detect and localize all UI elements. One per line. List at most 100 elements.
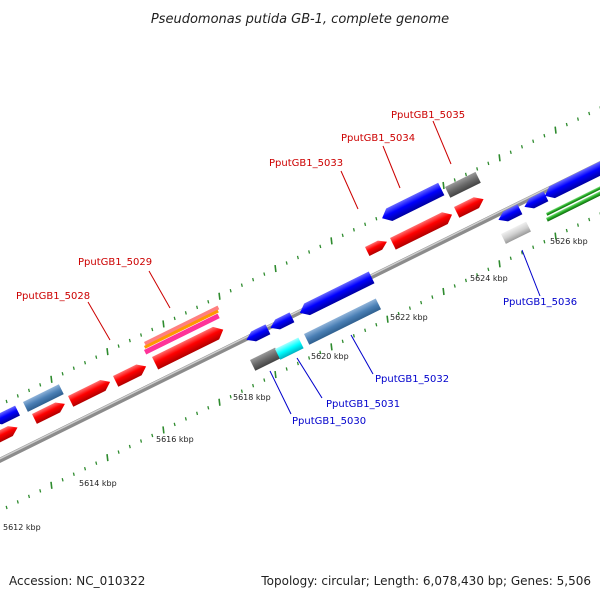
inner-major-tick: [162, 426, 165, 434]
outer-minor-tick: [520, 145, 524, 149]
gene-block-5032[interactable]: [303, 298, 382, 345]
outer-minor-tick: [229, 288, 232, 293]
gene-arrow-blue[interactable]: [522, 191, 549, 211]
outer-minor-tick: [308, 250, 311, 254]
outer-minor-tick: [509, 150, 512, 155]
gene-block-5036[interactable]: [501, 221, 531, 244]
gene-arrow-red[interactable]: [0, 423, 20, 445]
inner-minor-tick: [408, 306, 411, 310]
gene-label-5033[interactable]: PputGB1_5033: [269, 158, 343, 169]
gene-label-5034[interactable]: PputGB1_5034: [341, 133, 415, 144]
inner-minor-tick: [184, 417, 187, 421]
gene-feature-pink[interactable]: [144, 305, 220, 346]
inner-major-tick: [106, 454, 109, 462]
gene-arrow-blue[interactable]: [268, 312, 295, 332]
gene-feature-green[interactable]: [545, 183, 600, 216]
inner-minor-tick: [352, 334, 355, 338]
inner-minor-tick: [229, 394, 232, 399]
inner-minor-tick: [397, 311, 400, 316]
inner-minor-tick: [83, 466, 87, 471]
inner-minor-tick: [61, 478, 64, 482]
genome-summary-text: Topology: circular; Length: 6,078,430 bp…: [260, 574, 591, 588]
gene-label-5031[interactable]: PputGB1_5031: [326, 399, 400, 410]
outer-minor-tick: [61, 372, 64, 376]
gene-label-5035[interactable]: PputGB1_5035: [391, 110, 465, 121]
inner-minor-tick: [453, 284, 456, 288]
inner-minor-tick: [476, 273, 479, 277]
gene-feature-magenta[interactable]: [144, 313, 220, 355]
accession-text: Accession: NC_010322: [9, 574, 145, 588]
inner-major-tick: [442, 287, 445, 296]
outer-minor-tick: [117, 344, 120, 348]
outer-major-tick: [330, 237, 333, 245]
outer-minor-tick: [364, 222, 367, 227]
outer-minor-tick: [27, 388, 31, 393]
gene-label-5036[interactable]: PputGB1_5036: [503, 297, 577, 308]
inner-minor-tick: [509, 256, 512, 261]
gene-arrow-blue[interactable]: [496, 204, 523, 224]
inner-minor-tick: [341, 339, 344, 344]
tick-label-5612: 5612 kbp: [3, 523, 41, 532]
outer-minor-tick: [173, 316, 176, 321]
gene-feature-green[interactable]: [545, 188, 600, 222]
inner-major-tick: [50, 481, 53, 489]
outer-major-tick: [218, 292, 221, 300]
inner-minor-tick: [319, 350, 322, 355]
gene-arrow-5035-red[interactable]: [453, 194, 486, 218]
inner-tick-ruler: [5, 212, 600, 510]
inner-minor-tick: [487, 267, 490, 272]
outer-minor-tick: [5, 399, 8, 404]
gene-feature-orange[interactable]: [144, 309, 219, 349]
gene-arrow-5034[interactable]: [390, 209, 455, 250]
inner-minor-tick: [151, 433, 154, 438]
gene-arrow-red[interactable]: [67, 377, 113, 407]
gene-label-5032[interactable]: PputGB1_5032: [375, 374, 449, 385]
outer-minor-tick: [16, 394, 19, 398]
gene-arrow-blue[interactable]: [542, 158, 600, 202]
gene-arrow-blue[interactable]: [244, 324, 271, 344]
inner-minor-tick: [296, 361, 299, 366]
outer-minor-tick: [128, 338, 131, 343]
outer-major-tick: [554, 126, 557, 134]
outer-minor-tick: [39, 383, 42, 387]
gene-track: [0, 158, 600, 445]
gene-block-5030[interactable]: [250, 347, 281, 371]
gene-arrow-red[interactable]: [32, 399, 67, 424]
gene-block-steel[interactable]: [23, 384, 64, 412]
gene-arrow-blue[interactable]: [297, 271, 375, 319]
reverse-leader-lines: [269, 249, 541, 415]
outer-minor-tick: [487, 161, 490, 166]
outer-minor-tick: [207, 300, 210, 304]
gene-label-5030[interactable]: PputGB1_5030: [292, 416, 366, 427]
outer-minor-tick: [285, 261, 288, 265]
outer-minor-tick: [576, 117, 580, 121]
inner-minor-tick: [27, 494, 31, 499]
inner-minor-tick: [543, 239, 546, 244]
gene-arrow-5034-blue[interactable]: [379, 182, 445, 225]
inner-major-tick: [386, 315, 389, 323]
gene-arrow-5029[interactable]: [151, 323, 226, 370]
gene-arrow-red[interactable]: [113, 361, 149, 387]
inner-major-tick: [554, 232, 557, 240]
outer-major-tick: [162, 320, 165, 328]
gene-arrow-5033[interactable]: [364, 237, 389, 256]
gene-label-5028[interactable]: PputGB1_5028: [16, 291, 90, 302]
gene-block-5035[interactable]: [445, 171, 481, 198]
inner-minor-tick: [420, 300, 423, 305]
inner-major-tick: [218, 398, 221, 406]
inner-minor-tick: [364, 328, 367, 333]
inner-minor-tick: [72, 472, 75, 476]
inner-major-tick: [498, 260, 501, 268]
outer-minor-tick: [375, 216, 378, 221]
outer-minor-tick: [72, 366, 75, 370]
gene-block-5031[interactable]: [274, 337, 304, 360]
outer-major-tick: [274, 264, 277, 273]
gene-arrow-blue[interactable]: [0, 405, 20, 428]
outer-minor-tick: [83, 360, 87, 365]
outer-minor-tick: [196, 305, 199, 310]
gene-label-5029[interactable]: PputGB1_5029: [78, 257, 152, 268]
inner-minor-tick: [240, 389, 243, 393]
outer-minor-tick: [95, 355, 98, 359]
inner-minor-tick: [39, 489, 42, 493]
